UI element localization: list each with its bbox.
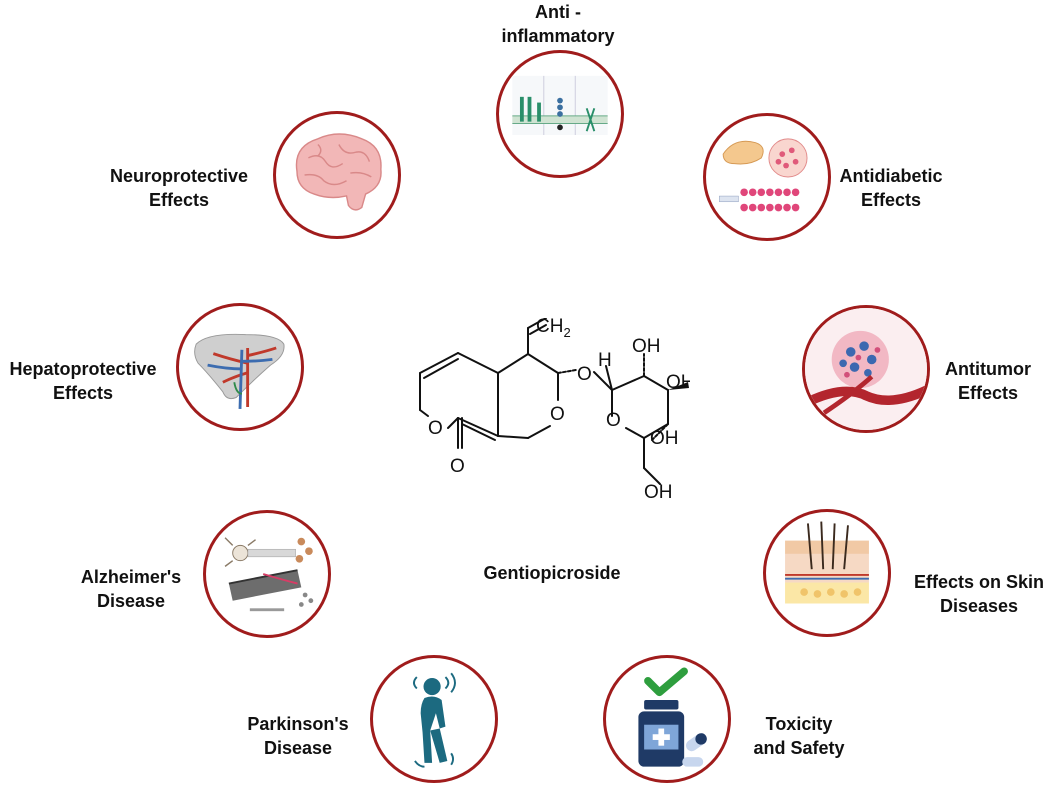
label-neuroprotective: Neuroprotective Effects xyxy=(100,164,258,212)
label-line-2: inflammatory xyxy=(501,26,615,46)
atom-oh-top: OH xyxy=(632,336,661,357)
liver-icon xyxy=(194,333,285,409)
gentiopicroside-structure: CH2 H O O O O O OH OH OH OH xyxy=(419,318,690,503)
label-line-1: Neuroprotective xyxy=(109,166,249,186)
atom-h: H xyxy=(598,350,612,371)
label-antidiabetic: Antidiabetic Effects xyxy=(836,164,946,212)
label-line-2: Effects xyxy=(52,383,114,403)
atom-o-lactone: O xyxy=(428,418,443,439)
label-line-1: Parkinson's xyxy=(247,714,349,734)
skin-layers-icon xyxy=(785,521,869,604)
circle-antidiabetic xyxy=(703,113,831,241)
label-hepatoprotective: Hepatoprotective Effects xyxy=(2,357,164,405)
cell-membrane-receptor-icon xyxy=(512,75,608,135)
label-line-1: Alzheimer's xyxy=(80,567,182,587)
label-alzheimers: Alzheimer's Disease xyxy=(66,565,196,613)
label-line-1: Hepatoprotective xyxy=(9,359,157,379)
neuron-microtubule-icon xyxy=(224,537,314,612)
label-line-2: Disease xyxy=(96,591,166,611)
circle-neuroprotective xyxy=(273,111,401,239)
label-line-2: and Safety xyxy=(753,738,845,758)
circle-toxicity xyxy=(603,655,731,783)
circle-skin xyxy=(763,509,891,637)
trembling-person-icon xyxy=(413,672,456,768)
atom-oh-right: OH xyxy=(666,372,690,393)
circle-alzheimers xyxy=(203,510,331,638)
circle-anti-inflammatory xyxy=(496,50,624,178)
atom-o-link: O xyxy=(577,364,592,385)
label-line-2: Diseases xyxy=(939,596,1019,616)
circle-antitumor xyxy=(802,305,930,433)
atom-o-pyran: O xyxy=(606,410,621,431)
label-line-1: Toxicity xyxy=(765,714,833,734)
label-line-1: Antidiabetic xyxy=(839,166,943,186)
label-line-1: Effects on Skin xyxy=(913,572,1045,592)
label-toxicity: Toxicity and Safety xyxy=(747,712,851,760)
label-line-2: Disease xyxy=(263,738,333,758)
circle-hepatoprotective xyxy=(176,303,304,431)
atom-oh-bottom: OH xyxy=(644,482,673,503)
brain-icon xyxy=(295,133,382,211)
tumor-vessel-icon xyxy=(805,308,927,430)
atom-oh-lower: OH xyxy=(650,428,679,449)
compound-name: Gentiopicroside xyxy=(483,563,621,583)
label-antitumor: Antitumor Effects xyxy=(938,357,1038,405)
label-skin: Effects on Skin Diseases xyxy=(904,570,1054,618)
atom-o-carbonyl: O xyxy=(450,456,465,477)
pancreas-insulin-icon xyxy=(719,138,808,212)
label-parkinsons: Parkinson's Disease xyxy=(238,712,358,760)
label-line-1: Antitumor xyxy=(945,359,1031,379)
atom-ch2: CH2 xyxy=(536,318,571,340)
pill-bottle-check-icon xyxy=(638,667,707,767)
atom-o-ring: O xyxy=(550,404,565,425)
label-line-2: Effects xyxy=(148,190,210,210)
label-anti-inflammatory: Anti - inflammatory xyxy=(488,0,628,48)
label-line-2: Effects xyxy=(957,383,1019,403)
label-line-2: Effects xyxy=(860,190,922,210)
label-line-1: Anti - xyxy=(535,2,581,22)
circle-parkinsons xyxy=(370,655,498,783)
